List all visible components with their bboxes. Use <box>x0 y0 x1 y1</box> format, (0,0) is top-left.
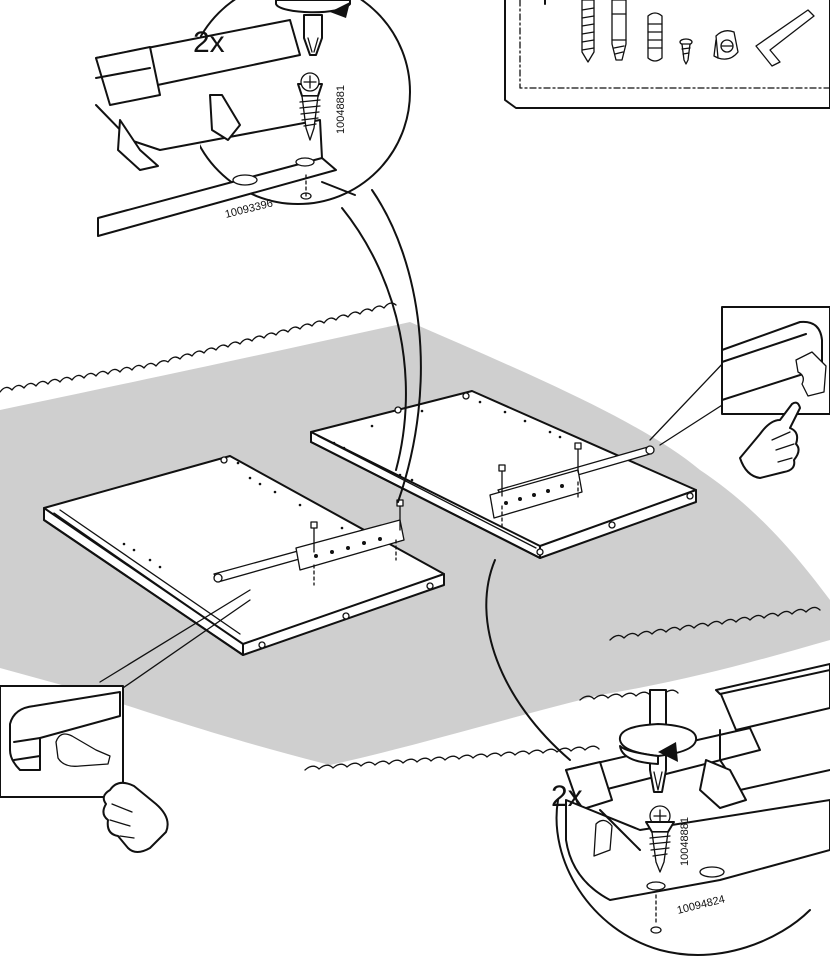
part-number-screw-top: 10048881 <box>335 85 347 134</box>
assembly-mat <box>0 302 830 771</box>
hand-pointing-icon <box>739 401 801 479</box>
part-number-screw-bottom: 10048881 <box>679 817 691 866</box>
callout-arc-top-inner <box>341 207 407 471</box>
cam-lock-icon <box>713 30 739 60</box>
small-screw-icon <box>679 38 693 65</box>
drawer-panel-left <box>43 455 445 656</box>
parts-box <box>504 0 830 109</box>
screw-icon <box>645 805 675 873</box>
allen-key-icon <box>755 9 815 67</box>
callout-arc-top <box>371 189 422 503</box>
part-number-bracket-top: 10093396 <box>224 197 274 220</box>
quantity-label-top: 2x <box>193 26 225 59</box>
cam-bolt-icon <box>611 0 627 61</box>
rotate-arrow-icon <box>275 0 351 18</box>
detail-bottom-right: 2x 10048881 10094824 <box>551 663 830 956</box>
drawer-panel-right <box>310 390 697 559</box>
callout-leader-right <box>649 359 731 446</box>
part-number-bracket-bottom: 10094824 <box>676 893 726 916</box>
hand-pointing-icon <box>102 781 169 853</box>
detail-top-left: 2x 10048881 10093396 <box>0 0 411 245</box>
quantity-label-bottom: 2x <box>551 780 583 813</box>
screw-icon <box>297 72 323 141</box>
detail-right-box <box>721 306 830 479</box>
callout-arc-bottom <box>485 559 571 761</box>
long-screw-icon <box>581 0 595 63</box>
dowel-icon <box>647 12 663 62</box>
screwdriver-icon <box>303 14 323 56</box>
callout-leader-left <box>99 589 251 691</box>
detail-left-box <box>0 685 169 853</box>
rotate-arrow-icon <box>618 723 698 765</box>
